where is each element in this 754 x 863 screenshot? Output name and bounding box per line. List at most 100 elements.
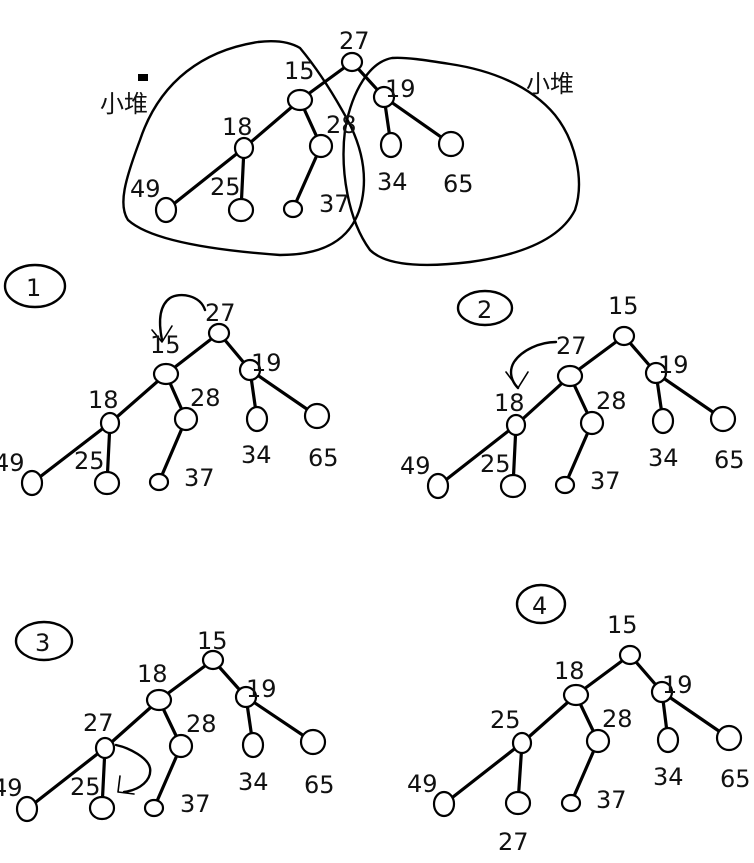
tree-node — [303, 402, 331, 430]
tree-edge — [164, 146, 246, 212]
tree-node — [579, 410, 605, 436]
node-label: 25 — [210, 173, 241, 201]
node-label: 19 — [662, 671, 693, 699]
tree-node — [15, 795, 39, 823]
tree-edge — [248, 368, 319, 418]
swap-arrow — [158, 294, 207, 342]
tree-node — [173, 406, 199, 432]
node-label: 27 — [205, 299, 236, 327]
tree-node — [282, 199, 304, 219]
swap-arrow — [509, 340, 558, 390]
node-label: 65 — [308, 444, 339, 472]
tree-step4: 4 15 18 19 25 28 34 65 49 27 37 — [407, 583, 751, 856]
tree-node — [379, 131, 403, 159]
node-label: 25 — [70, 773, 101, 801]
node-label: 27 — [339, 27, 370, 55]
tree-edge — [242, 98, 302, 150]
tree-node — [99, 411, 121, 435]
node-label: 34 — [377, 168, 408, 196]
tree-edge — [660, 690, 731, 740]
tree-node — [143, 798, 165, 818]
node-label: 27 — [83, 709, 114, 737]
tree-node — [437, 130, 465, 158]
tree-node — [201, 649, 225, 671]
tree-step2: 2 15 27 19 18 28 34 65 49 25 37 — [400, 289, 745, 500]
node-label: 18 — [222, 113, 253, 141]
tree-node — [562, 683, 590, 707]
node-label: 65 — [304, 771, 335, 799]
node-label: 37 — [596, 786, 627, 814]
node-label: 37 — [590, 467, 621, 495]
tree-node — [560, 793, 582, 813]
step-number: 4 — [532, 592, 547, 620]
node-label: 18 — [554, 657, 585, 685]
tree-node — [227, 197, 255, 223]
tree-edge — [244, 695, 315, 744]
tree-edge — [654, 371, 725, 421]
step-badge — [3, 263, 67, 309]
node-label: 25 — [74, 447, 105, 475]
node-label: 19 — [385, 75, 416, 103]
node-label: 34 — [241, 441, 272, 469]
node-label: 49 — [0, 774, 23, 802]
tree-node — [340, 51, 364, 73]
node-label: 49 — [130, 175, 161, 203]
tree-node — [308, 133, 334, 159]
node-label: 65 — [443, 170, 474, 198]
tree-node — [426, 472, 450, 500]
right-heap-label: 小堆 — [526, 70, 574, 98]
node-label: 27 — [556, 332, 587, 360]
node-label: 65 — [720, 765, 751, 793]
node-label: 49 — [400, 452, 431, 480]
tree-node — [233, 136, 255, 160]
node-label: 25 — [480, 450, 511, 478]
tree-node — [651, 407, 675, 435]
step-number: 3 — [35, 629, 50, 657]
node-label: 25 — [490, 706, 521, 734]
node-label: 27 — [498, 828, 529, 856]
left-heap-label: 小堆 — [100, 90, 148, 118]
swap-arrow — [114, 743, 152, 794]
tree-initial: 小堆 小堆 27 15 19 18 28 34 65 49 25 37 — [100, 27, 581, 267]
tree-node — [93, 470, 121, 496]
tree-edge — [436, 423, 518, 488]
tree-node — [168, 733, 194, 759]
tree-node — [554, 475, 576, 495]
tree-node — [20, 469, 44, 497]
tree-edge — [25, 746, 107, 811]
small-mark — [138, 74, 148, 81]
left-subheap-outline — [122, 40, 366, 257]
tree-node — [612, 325, 636, 347]
tree-node — [148, 472, 170, 492]
tree-node — [152, 362, 180, 386]
node-label: 34 — [648, 444, 679, 472]
tree-node — [372, 85, 396, 109]
tree-edge — [514, 374, 572, 427]
node-label: 37 — [180, 790, 211, 818]
node-label: 34 — [238, 768, 269, 796]
tree-node — [499, 473, 527, 499]
tree-node — [241, 731, 265, 759]
tree-node — [505, 413, 527, 437]
tree-node — [245, 405, 269, 433]
right-subheap-outline — [342, 56, 581, 267]
tree-node — [709, 405, 737, 433]
node-label: 15 — [608, 292, 639, 320]
tree-node — [238, 358, 262, 382]
node-label: 34 — [653, 763, 684, 791]
tree-edge — [382, 95, 453, 146]
node-label: 28 — [186, 710, 217, 738]
node-label: 28 — [596, 387, 627, 415]
tree-node — [656, 726, 680, 754]
swap-arrow-head — [151, 325, 173, 343]
tree-node — [618, 644, 642, 666]
tree-node — [432, 790, 456, 818]
tree-node — [715, 724, 743, 752]
node-label: 18 — [137, 660, 168, 688]
tree-node — [650, 680, 674, 704]
node-label: 49 — [407, 770, 438, 798]
node-label: 19 — [246, 675, 277, 703]
node-label: 28 — [326, 111, 357, 139]
tree-node — [145, 688, 173, 712]
